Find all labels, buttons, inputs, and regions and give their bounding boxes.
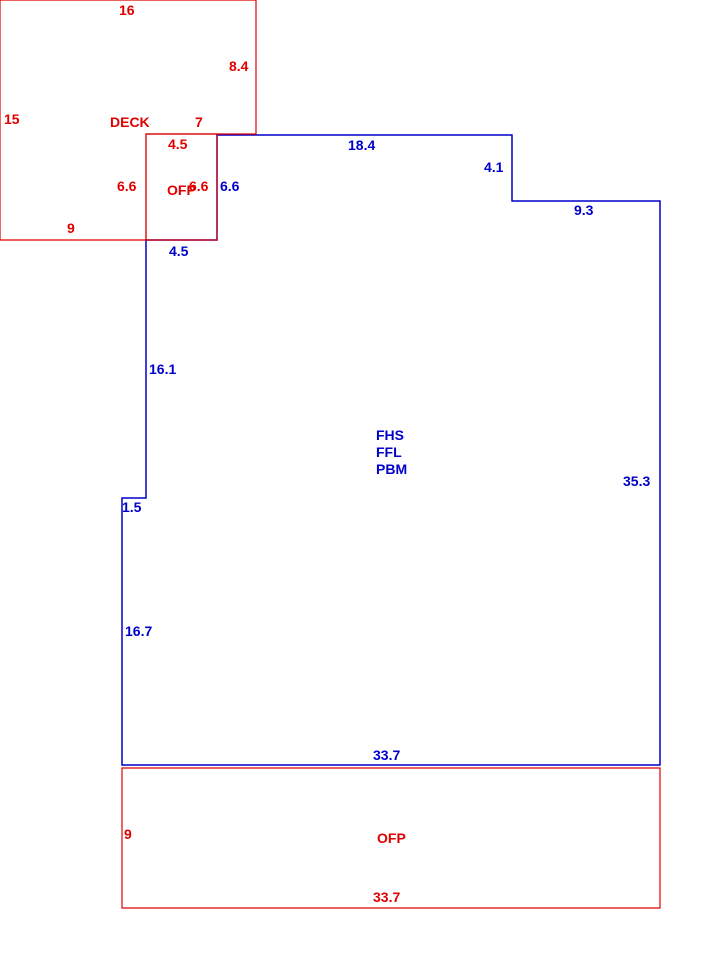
dim-deck-inner-side: 6.6	[117, 178, 137, 194]
ofp-bottom-label: OFP	[377, 830, 406, 846]
ofp-small-outline	[145, 133, 218, 241]
deck-label: DECK	[110, 114, 150, 130]
dim-deck-inner-top: 7	[195, 114, 203, 130]
dim-house-left-jog: 1.5	[122, 499, 142, 515]
dim-house-bottom: 33.7	[373, 747, 400, 763]
dim-ofp-small-top: 4.5	[168, 136, 188, 152]
house-code-3: PBM	[376, 461, 407, 477]
house-code-2: FFL	[376, 444, 402, 460]
dim-house-right-step: 9.3	[574, 202, 594, 218]
dim-deck-bottom: 9	[67, 220, 75, 236]
dim-ofp-bottom-side: 9	[124, 826, 132, 842]
ofp-bottom-outline	[121, 767, 661, 909]
dim-deck-right: 8.4	[229, 58, 249, 74]
dim-house-left-lower: 16.7	[125, 623, 152, 639]
dim-ofp-bottom-bottom: 33.7	[373, 889, 400, 905]
dim-ofp-small-side: 6.6	[189, 178, 209, 194]
house-code-1: FHS	[376, 427, 404, 443]
dim-house-step-down: 4.1	[484, 159, 504, 175]
dim-house-right: 35.3	[623, 473, 650, 489]
dim-house-notch-side: 6.6	[220, 178, 240, 194]
dim-deck-top: 16	[119, 2, 135, 18]
dim-house-notch-bottom: 4.5	[169, 243, 189, 259]
dim-house-left-upper: 16.1	[149, 361, 176, 377]
ofp-small-label: OFP	[167, 182, 196, 198]
dim-house-top: 18.4	[348, 137, 375, 153]
dim-deck-left: 15	[4, 111, 20, 127]
